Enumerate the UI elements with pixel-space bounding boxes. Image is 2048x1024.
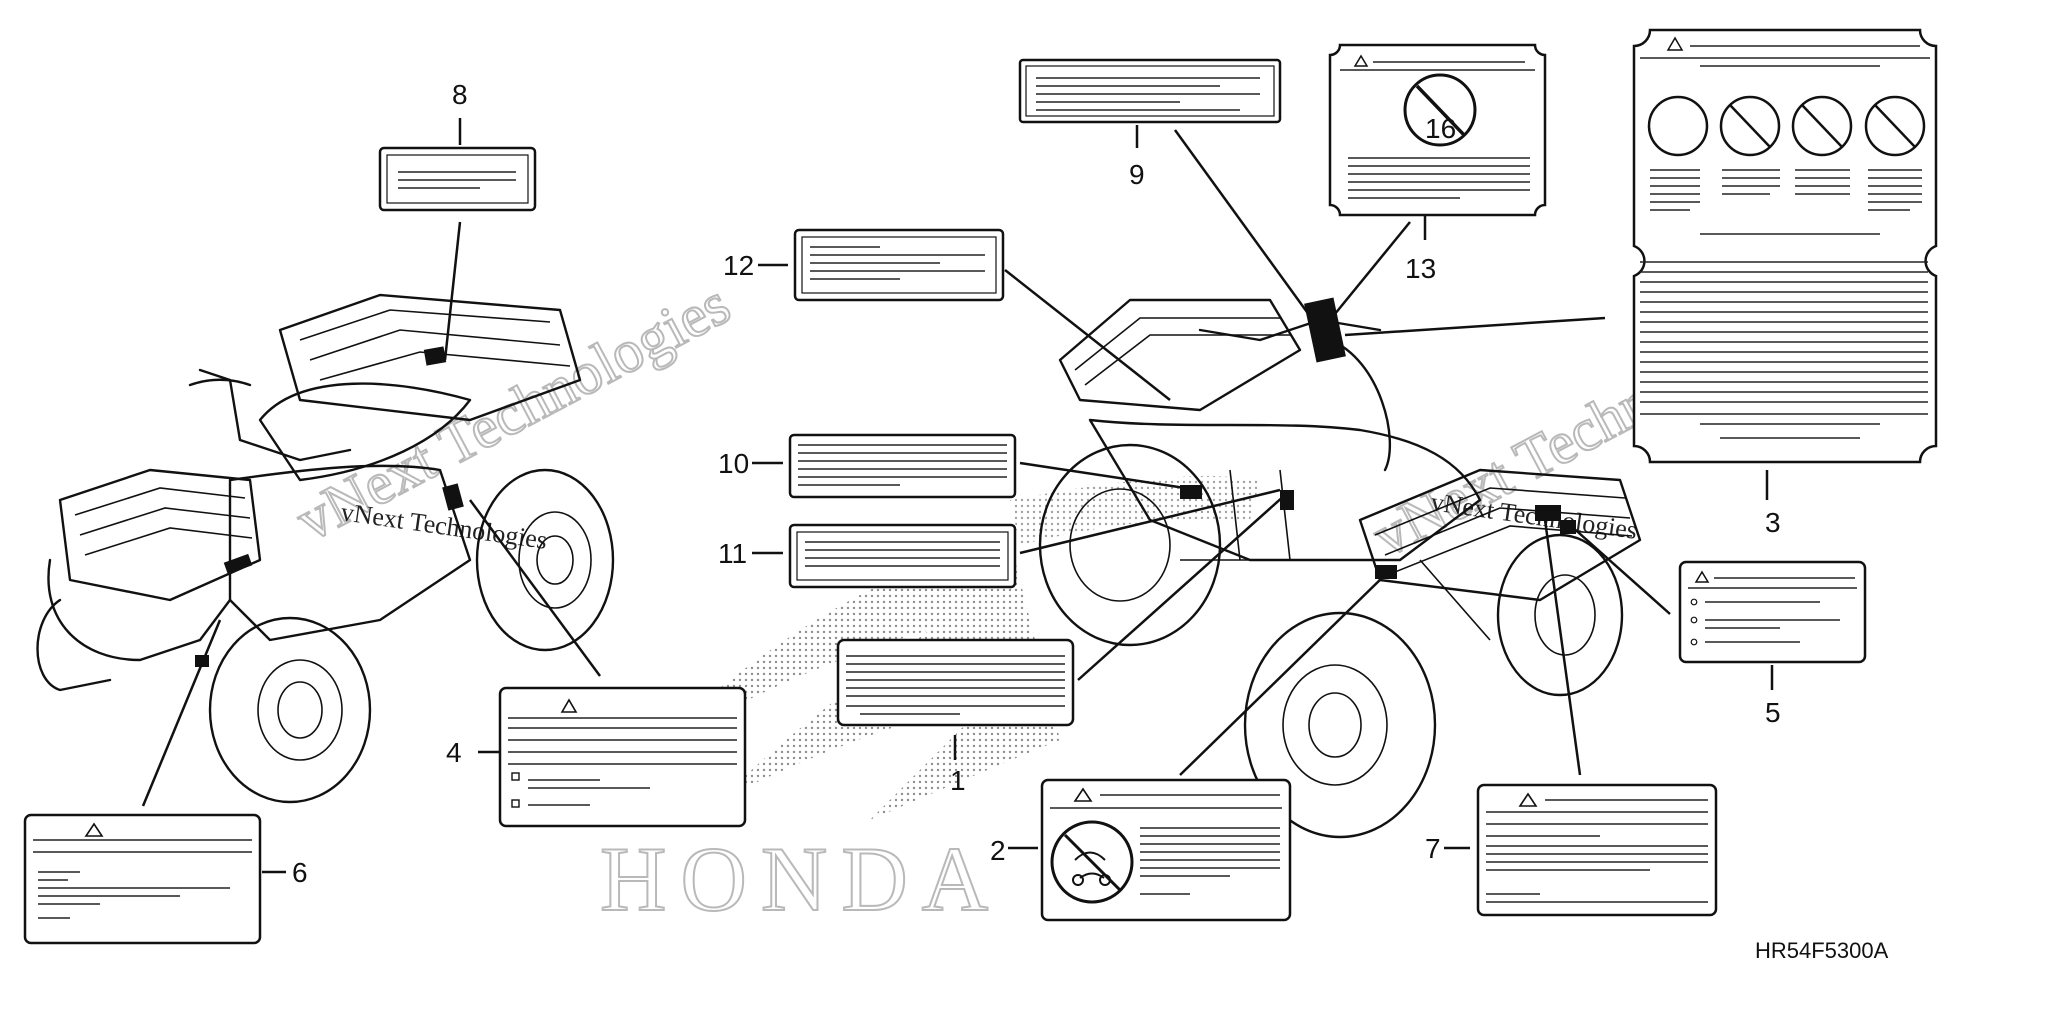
label-10: [788, 433, 1017, 499]
label-3: [1632, 28, 1938, 464]
label-11: [788, 523, 1017, 589]
label-9: [1018, 58, 1282, 124]
callout-5: 5: [1765, 697, 1781, 728]
label-12: [793, 228, 1005, 302]
callout-8: 8: [452, 79, 468, 110]
callout-6: 6: [292, 857, 308, 888]
callout-2: 2: [990, 835, 1006, 866]
atv-rear-view: [1038, 297, 1642, 839]
vnext-watermark-caption-left: vNext Technologies: [339, 497, 549, 555]
atv-front-view: [36, 293, 615, 804]
diagram-reference-code: HR54F5300A: [1755, 938, 1889, 963]
honda-watermark-text: HONDA: [600, 828, 1002, 930]
label-2: [1040, 778, 1292, 922]
callout-11: 11: [718, 538, 747, 569]
callout-numbers: 1 2 3 4 5 6 7 8 9 10 11 12 13: [292, 79, 1781, 888]
callout-7: 7: [1425, 833, 1441, 864]
label-13: 16: [1328, 43, 1547, 217]
label-8: [378, 146, 537, 212]
label-4: [498, 686, 747, 828]
label-5: [1678, 560, 1867, 664]
callout-10: 10: [718, 448, 749, 479]
callout-3: 3: [1765, 507, 1781, 538]
callout-13: 13: [1405, 253, 1436, 284]
label-6: [23, 813, 262, 945]
callout-9: 9: [1129, 159, 1145, 190]
age-16-icon-text: 16: [1425, 113, 1456, 144]
label-7: [1476, 783, 1718, 917]
callout-4: 4: [446, 737, 462, 768]
callout-12: 12: [723, 250, 754, 281]
callout-1: 1: [950, 765, 966, 796]
leader-lines: [141, 118, 1774, 874]
label-1: [836, 638, 1075, 727]
